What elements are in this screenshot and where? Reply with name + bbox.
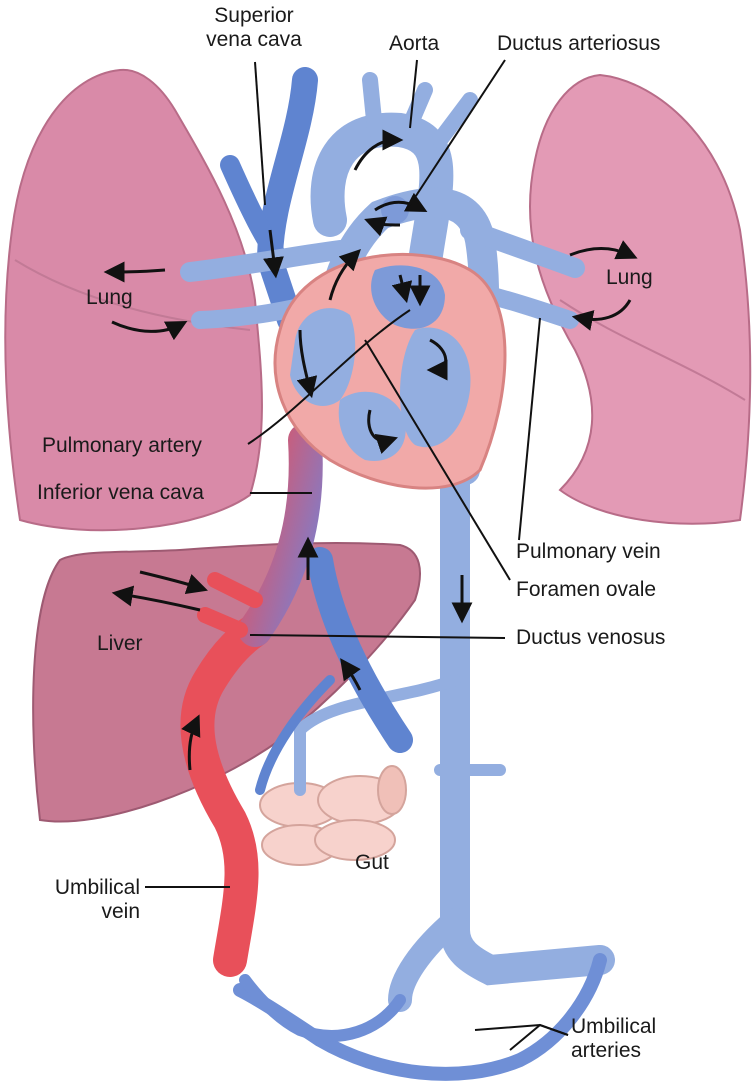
label-pulmonary-artery: Pulmonary artery [42,434,202,457]
hepatic-branch-lower [197,607,248,638]
label-ductus-venosus: Ductus venosus [516,626,666,649]
label-umbilical-arteries-line2: arteries [571,1039,642,1062]
ductus-venosus-vessel [238,423,323,647]
label-superior-vena-cava-line2: vena cava [206,28,302,51]
label-pulmonary-vein: Pulmonary vein [516,540,661,563]
label-gut: Gut [355,851,389,874]
umbilical-artery-inner [239,974,406,1042]
inferior-vena-cava [307,547,413,753]
hepatic-branch-upper [207,572,263,608]
left-ventricle [400,327,471,448]
label-foramen-ovale: Foramen ovale [516,578,657,601]
label-lung-right: Lung [606,266,653,289]
superior-vena-cava [256,67,318,333]
right-lung [529,73,752,525]
mesenteric-vessels [255,675,335,795]
ductus-arteriosus-junction [381,196,409,224]
left-lung [4,68,263,532]
label-superior-vena-cava-line1: Superior [214,4,294,27]
label-inferior-vena-cava: Inferior vena cava [37,481,204,504]
gut [259,765,407,866]
label-umbilical-arteries-line1: Umbilical [571,1015,657,1038]
pulmonary-artery-right [460,220,585,278]
label-umbilical-vein: Umbilical vein [40,876,140,924]
label-aorta: Aorta [389,32,440,55]
label-umbilical-vein-line2: vein [101,900,140,923]
label-ductus-arteriosus: Ductus arteriosus [497,32,661,55]
umbilical-vein [180,613,272,977]
label-umbilical-arteries: Umbilical arteries [571,1015,656,1063]
label-liver: Liver [97,632,143,655]
aortic-arch-branches [362,72,478,148]
iliac-branch-left [388,908,467,1012]
label-umbilical-vein-line1: Umbilical [54,876,140,899]
leader-lines [145,59,569,1051]
label-superior-vena-cava: Superior vena cava [192,4,316,52]
flow-arrows [103,129,638,771]
label-lung-left: Lung [86,286,133,309]
